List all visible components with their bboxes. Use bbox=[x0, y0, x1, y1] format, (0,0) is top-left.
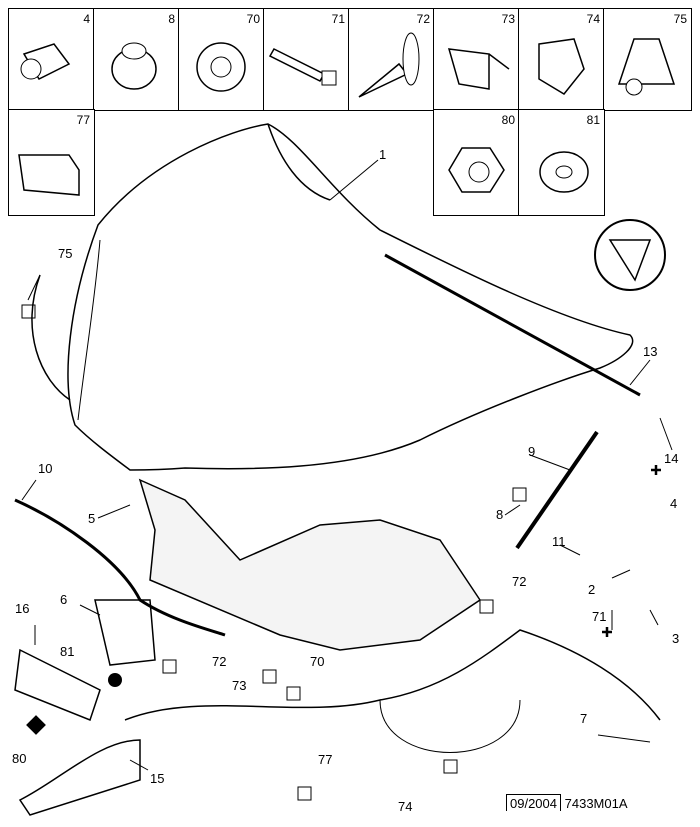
star-washer-icon bbox=[196, 42, 246, 92]
drawing-code: 7433M01A bbox=[564, 796, 628, 811]
reference-squares bbox=[21, 304, 527, 801]
rubber-stop-icon bbox=[617, 38, 676, 96]
part-cell-72: 72 bbox=[348, 8, 435, 111]
grommet-icon bbox=[111, 42, 157, 90]
callout-16: 16 bbox=[15, 601, 30, 616]
hood-panel bbox=[67, 123, 634, 471]
callout-74: 74 bbox=[398, 799, 413, 814]
cable-clip-icon bbox=[538, 38, 585, 95]
drawing-date: 09/2004 bbox=[506, 794, 561, 811]
callout-8: 8 bbox=[496, 507, 504, 522]
callout-10: 10 bbox=[38, 461, 53, 476]
part-cell-4: 4 bbox=[8, 8, 95, 111]
callout-72-right: 72 bbox=[512, 574, 527, 589]
callout-1: 1 bbox=[379, 147, 387, 162]
push-clip-icon bbox=[358, 32, 420, 98]
callout-4: 4 bbox=[670, 496, 678, 511]
callout-14: 14 bbox=[664, 451, 679, 466]
callout-70: 70 bbox=[310, 654, 325, 669]
screw-icon bbox=[20, 43, 71, 80]
callout-9: 9 bbox=[528, 444, 536, 459]
drawing-stamp: 09/2004 7433M01A bbox=[506, 794, 628, 811]
bolt-icon bbox=[268, 48, 337, 86]
washer-icon bbox=[539, 151, 589, 193]
callout-6: 6 bbox=[60, 592, 68, 607]
callout-7: 7 bbox=[580, 711, 588, 726]
part-cell-80: 80 bbox=[433, 109, 520, 216]
callout-3: 3 bbox=[672, 631, 680, 646]
part-cell-73: 73 bbox=[433, 8, 520, 111]
part-cell-70: 70 bbox=[178, 8, 265, 111]
release-cable bbox=[124, 629, 661, 721]
callout-73: 73 bbox=[232, 678, 247, 693]
callout-13: 13 bbox=[643, 344, 658, 359]
callout-11: 11 bbox=[552, 534, 566, 549]
bracket-clip-icon bbox=[18, 154, 80, 196]
flange-nut-icon bbox=[448, 147, 505, 193]
callout-71: 71 bbox=[592, 609, 607, 624]
part-cell-8: 8 bbox=[93, 8, 180, 111]
callout-80: 80 bbox=[12, 751, 27, 766]
callout-77: 77 bbox=[318, 752, 333, 767]
gas-strut bbox=[515, 430, 599, 550]
callout-81: 81 bbox=[60, 644, 75, 659]
callout-15: 15 bbox=[150, 771, 165, 786]
part-cell-75: 75 bbox=[603, 8, 692, 111]
callout-72-left: 72 bbox=[212, 654, 227, 669]
clip-icon bbox=[447, 48, 510, 90]
part-cell-81: 81 bbox=[518, 109, 605, 216]
callout-2: 2 bbox=[588, 582, 596, 597]
part-cell-74: 74 bbox=[518, 8, 605, 111]
callout-5: 5 bbox=[88, 511, 96, 526]
part-cell-71: 71 bbox=[263, 8, 350, 111]
part-cell-77: 77 bbox=[8, 109, 95, 216]
callout-75: 75 bbox=[58, 246, 73, 261]
